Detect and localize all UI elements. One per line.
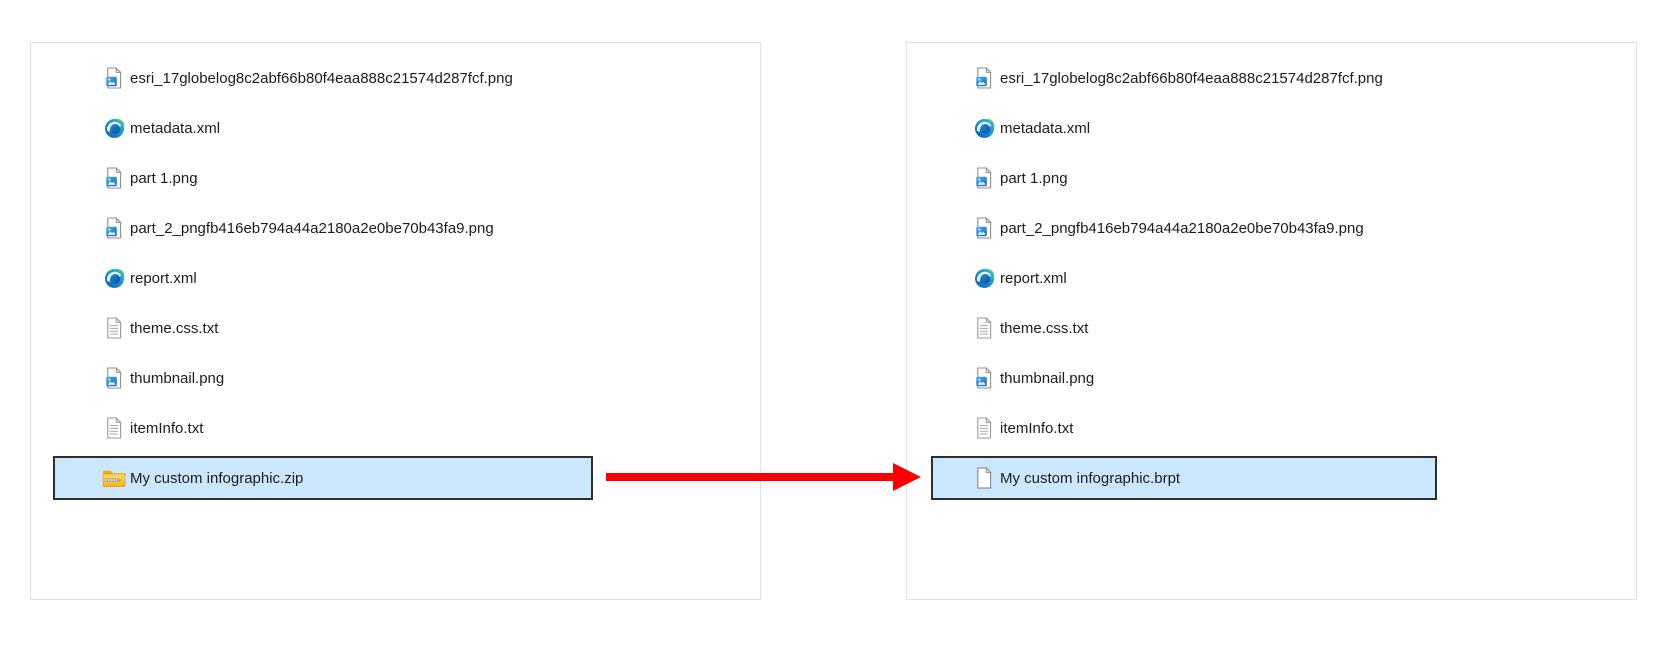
arrow-head-icon: [893, 463, 921, 491]
file-row[interactable]: metadata.xml: [907, 103, 1636, 153]
edge-browser-icon: [102, 117, 126, 139]
file-row[interactable]: metadata.xml: [31, 103, 760, 153]
png-image-icon: [102, 217, 126, 239]
file-row[interactable]: itemInfo.txt: [31, 403, 760, 453]
text-file-icon: [102, 417, 126, 439]
file-row[interactable]: report.xml: [907, 253, 1636, 303]
file-row[interactable]: theme.css.txt: [907, 303, 1636, 353]
file-list-right: esri_17globelog8c2abf66b80f4eaa888c21574…: [907, 43, 1636, 503]
png-image-icon: [972, 367, 996, 389]
arrow-shaft: [606, 473, 894, 481]
blank-file-icon: [972, 467, 996, 489]
text-file-icon: [972, 317, 996, 339]
file-row[interactable]: report.xml: [31, 253, 760, 303]
file-row[interactable]: esri_17globelog8c2abf66b80f4eaa888c21574…: [31, 53, 760, 103]
edge-browser-icon: [972, 117, 996, 139]
text-file-icon: [102, 317, 126, 339]
transform-arrow: [606, 463, 921, 491]
png-image-icon: [102, 67, 126, 89]
edge-browser-icon: [102, 267, 126, 289]
file-row[interactable]: theme.css.txt: [31, 303, 760, 353]
file-row[interactable]: part_2_pngfb416eb794a44a2180a2e0be70b43f…: [31, 203, 760, 253]
png-image-icon: [972, 217, 996, 239]
file-row-selected[interactable]: My custom infographic.brpt: [931, 456, 1437, 500]
png-image-icon: [972, 167, 996, 189]
file-row[interactable]: thumbnail.png: [31, 353, 760, 403]
file-row-selected[interactable]: My custom infographic.zip: [53, 456, 593, 500]
file-list-left: esri_17globelog8c2abf66b80f4eaa888c21574…: [31, 43, 760, 503]
file-list-panel-right: esri_17globelog8c2abf66b80f4eaa888c21574…: [906, 42, 1637, 600]
file-row[interactable]: thumbnail.png: [907, 353, 1636, 403]
zip-folder-icon: [102, 467, 126, 489]
file-list-panel-left: esri_17globelog8c2abf66b80f4eaa888c21574…: [30, 42, 761, 600]
png-image-icon: [102, 367, 126, 389]
text-file-icon: [972, 417, 996, 439]
png-image-icon: [102, 167, 126, 189]
file-row[interactable]: part_2_pngfb416eb794a44a2180a2e0be70b43f…: [907, 203, 1636, 253]
file-row[interactable]: part 1.png: [31, 153, 760, 203]
png-image-icon: [972, 67, 996, 89]
file-row[interactable]: itemInfo.txt: [907, 403, 1636, 453]
file-row[interactable]: part 1.png: [907, 153, 1636, 203]
file-row[interactable]: esri_17globelog8c2abf66b80f4eaa888c21574…: [907, 53, 1636, 103]
edge-browser-icon: [972, 267, 996, 289]
